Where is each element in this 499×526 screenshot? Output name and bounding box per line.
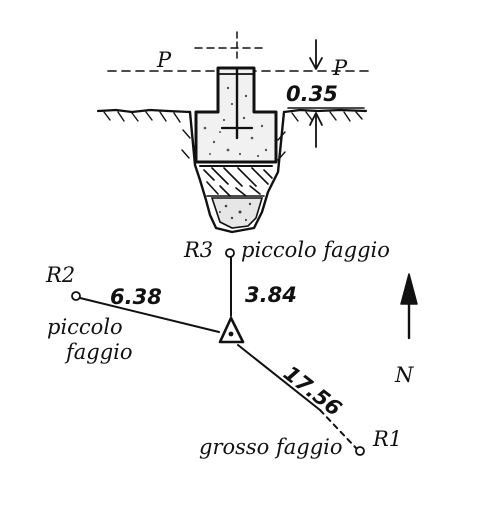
north-arrow-icon: N <box>394 273 418 387</box>
r1-tree-label: grosso faggio <box>199 435 343 459</box>
r2-tree-line2: faggio <box>64 340 133 364</box>
load-label-right: P <box>332 56 348 80</box>
r1-distance: 17.56 <box>279 361 346 421</box>
r3-distance: 3.84 <box>245 283 297 307</box>
gravel-speckle <box>219 202 252 222</box>
r2-label: R2 <box>45 263 75 287</box>
north-label: N <box>394 363 414 387</box>
r2-tree-line1: piccolo <box>47 315 123 339</box>
station-center-dot <box>228 331 234 337</box>
depth-label: 0.35 <box>286 82 338 106</box>
r1-label: R1 <box>372 427 402 451</box>
depth-dimension: 0.35 <box>286 39 365 148</box>
ground-line-left <box>96 108 192 114</box>
r1-line-dashed <box>319 409 357 449</box>
ground-line-right <box>282 108 368 114</box>
concrete-speckle <box>203 86 268 158</box>
r1-line <box>237 344 321 411</box>
reference-plan: R3 piccolo faggio 3.84 R2 6.38 piccolo f… <box>45 238 402 459</box>
ground-hatching <box>103 111 363 161</box>
load-label-left: P <box>156 48 172 72</box>
r2-distance: 6.38 <box>110 285 162 309</box>
gravel-base <box>210 197 264 229</box>
benchmark-cross-section: P P 0.35 <box>96 31 369 234</box>
r2-point-icon <box>71 291 81 301</box>
station-triangle-icon <box>218 316 245 344</box>
fill-layer <box>199 165 273 197</box>
r3-point-icon <box>225 248 235 258</box>
excavation-outline <box>188 110 286 234</box>
r2-line <box>79 297 220 333</box>
r3-label: R3 <box>183 238 213 262</box>
r1-point-icon <box>355 446 365 456</box>
r3-tree-label: piccolo faggio <box>241 238 390 262</box>
